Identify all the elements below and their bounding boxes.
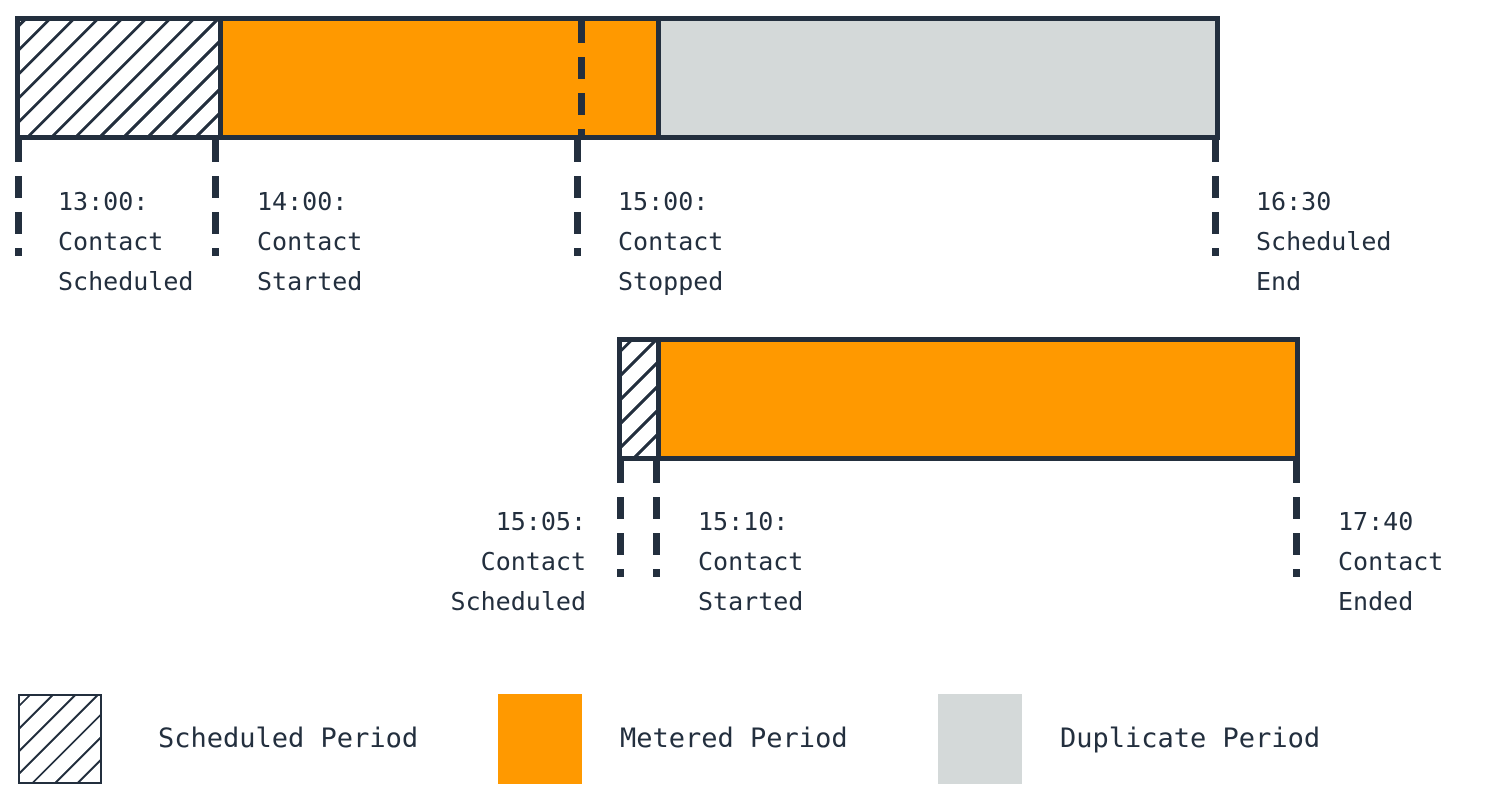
timeline-1-divider-15-00-dashed	[578, 21, 585, 135]
timeline-2-segment-scheduled	[622, 342, 658, 456]
timeline-2-tick-15-05	[617, 461, 624, 577]
timeline-1-label-13-00-time: 13:00:	[58, 187, 149, 216]
legend-swatch-scheduled-icon	[18, 694, 102, 784]
timeline-2-divider-15-10	[656, 342, 661, 456]
timeline-1-divider-14-00	[218, 21, 223, 135]
timeline-2-label-15-05-line2: Scheduled	[450, 587, 586, 616]
timeline-1-label-14-00-time: 14:00:	[257, 187, 348, 216]
timeline-1-label-16-30-line2: End	[1256, 267, 1302, 296]
timeline-2-label-15-05-line1: Contact	[480, 547, 586, 576]
timeline-1-segment-metered	[220, 21, 658, 135]
timeline-1-label-15-00-line1: Contact	[618, 227, 724, 256]
legend-item-scheduled: Scheduled Period	[18, 694, 418, 784]
legend-swatch-metered-icon	[498, 694, 582, 784]
timeline-1-tick-13-00	[15, 140, 22, 256]
timeline-2-label-15-10-line1: Contact	[698, 547, 804, 576]
timeline-2-segment-metered	[658, 342, 1295, 456]
timeline-2-label-15-05-time: 15:05:	[495, 507, 586, 536]
timeline-1-label-13-00-line1: Contact	[58, 227, 164, 256]
timeline-1-tick-14-00	[212, 140, 219, 256]
legend-label-scheduled: Scheduled Period	[158, 723, 419, 754]
timeline-1-segment-duplicate	[658, 21, 1215, 135]
timeline-1-tick-15-00	[574, 140, 581, 256]
legend-label-metered: Metered Period	[620, 723, 848, 754]
timeline-1-tick-16-30	[1212, 140, 1219, 256]
timeline-1-label-15-00-time: 15:00:	[618, 187, 709, 216]
timeline-1-label-14-00-line1: Contact	[257, 227, 363, 256]
timeline-2-label-17-40-line2: Ended	[1338, 587, 1414, 616]
timeline-1-label-13-00-line2: Scheduled	[58, 267, 194, 296]
timeline-2-label-17-40-line1: Contact	[1338, 547, 1444, 576]
timeline-1-segment-scheduled	[20, 21, 220, 135]
legend-swatch-duplicate-icon	[938, 694, 1022, 784]
legend-label-duplicate: Duplicate Period	[1060, 723, 1321, 754]
timeline-2-label-15-10-line2: Started	[698, 587, 804, 616]
timeline-1-label-14-00-line2: Started	[257, 267, 363, 296]
timeline-1-divider-duplicate-start	[656, 21, 661, 135]
timeline-2-label-15-10-time: 15:10:	[698, 507, 789, 536]
timeline-1-label-15-00-line2: Stopped	[618, 267, 724, 296]
timeline-1-label-16-30-line1: Scheduled	[1256, 227, 1392, 256]
timeline-1-bar	[15, 16, 1220, 140]
timeline-2-tick-15-10	[653, 461, 660, 577]
timeline-2-label-17-40-time: 17:40	[1338, 507, 1414, 536]
timeline-2-tick-17-40	[1293, 461, 1300, 577]
timeline-2-bar	[617, 337, 1300, 461]
legend-item-metered: Metered Period	[498, 694, 848, 784]
legend-item-duplicate: Duplicate Period	[938, 694, 1320, 784]
timeline-1-label-16-30-time: 16:30	[1256, 187, 1332, 216]
